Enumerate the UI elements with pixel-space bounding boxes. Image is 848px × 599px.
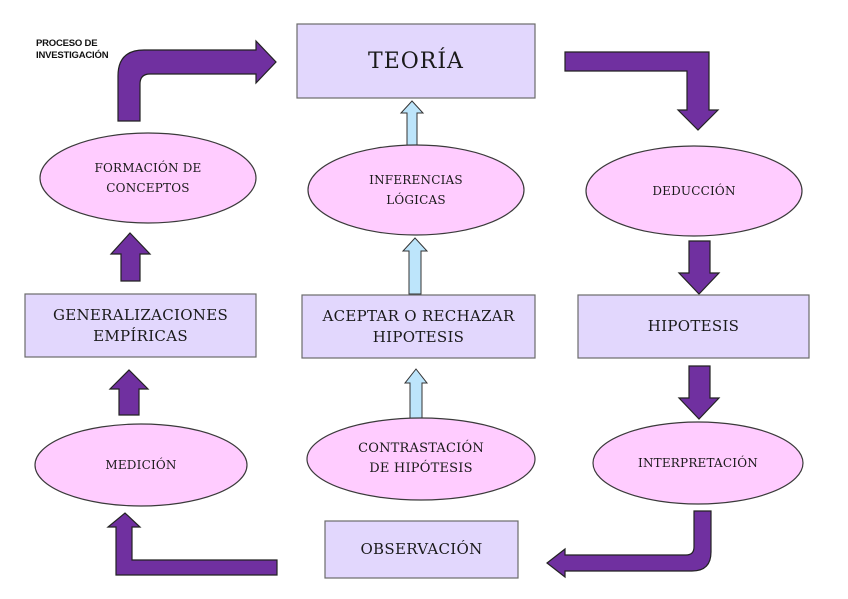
arrow-generalizaciones-to-formacion: [109, 232, 152, 282]
arrow-inferencias-to-teoria: [399, 100, 425, 146]
node-deduccion-shape: [585, 145, 803, 237]
arrow-deduccion-to-hipotesis: [677, 240, 721, 295]
arrow-interpretacion-to-observacion: [546, 510, 712, 579]
node-generalizaciones: GENERALIZACIONES EMPÍRICAS: [25, 294, 256, 357]
node-inferencias-shape: [307, 144, 525, 236]
node-formacion-label-2: CONCEPTOS: [106, 181, 190, 195]
node-generalizaciones-label-2: EMPÍRICAS: [93, 326, 188, 345]
node-formacion-label-1: FORMACIÓN DE: [94, 161, 202, 175]
arrow-contrastacion-to-aceptar: [403, 368, 429, 419]
node-inferencias: INFERENCIAS LÓGICAS: [308, 145, 524, 235]
node-generalizaciones-box: [24, 293, 257, 358]
diagram-title-line-2: INVESTIGACIÓN: [36, 50, 109, 61]
arrow-teoria-to-deduccion: [564, 51, 720, 131]
node-deduccion-label: DEDUCCIÓN: [652, 184, 736, 198]
diagram-title: PROCESO DE INVESTIGACIÓN: [36, 38, 109, 62]
node-inferencias-label-2: LÓGICAS: [386, 193, 446, 207]
node-hipotesis-label: HIPOTESIS: [647, 317, 740, 335]
node-medicion-label: MEDICIÓN: [105, 458, 177, 472]
node-interpretacion: INTERPRETACIÓN: [593, 422, 803, 504]
node-contrastacion-shape: [306, 417, 536, 501]
node-aceptar-label-2: HIPOTESIS: [372, 327, 465, 346]
node-generalizaciones-label-1: GENERALIZACIONES: [52, 305, 229, 324]
node-interpretacion-shape: [592, 421, 804, 505]
node-aceptar-label-1: ACEPTAR O RECHAZAR: [322, 306, 515, 325]
node-teoria-box: [296, 23, 536, 99]
node-medicion: MEDICIÓN: [35, 424, 247, 506]
node-teoria-label: TEORÍA: [368, 48, 464, 74]
arrow-formacion-to-teoria: [117, 39, 277, 122]
node-hipotesis-box: [577, 294, 810, 359]
node-aceptar: ACEPTAR O RECHAZAR HIPOTESIS: [302, 295, 535, 358]
node-observacion-box: [324, 520, 519, 579]
node-formacion-shape: [39, 132, 257, 224]
arrow-aceptar-to-inferencias: [401, 237, 429, 295]
node-contrastacion-label-1: CONTRASTACIÓN: [358, 441, 484, 456]
arrow-medicion-to-generalizaciones: [108, 369, 150, 416]
arrow-hipotesis-to-interpretacion: [677, 365, 721, 420]
node-observacion-label: OBSERVACIÓN: [360, 540, 483, 558]
node-contrastacion: CONTRASTACIÓN DE HIPÓTESIS: [307, 418, 535, 500]
node-deduccion: DEDUCCIÓN: [586, 146, 802, 236]
node-medicion-shape: [34, 423, 248, 507]
arrow-observacion-to-medicion: [106, 512, 278, 576]
node-formacion: FORMACIÓN DE CONCEPTOS: [40, 133, 256, 223]
node-contrastacion-label-2: DE HIPÓTESIS: [369, 461, 473, 476]
node-interpretacion-label: INTERPRETACIÓN: [638, 456, 758, 470]
node-inferencias-label-1: INFERENCIAS: [369, 173, 463, 187]
node-aceptar-box: [301, 294, 536, 359]
node-hipotesis: HIPOTESIS: [578, 295, 809, 358]
node-observacion: OBSERVACIÓN: [325, 521, 518, 578]
diagram-title-line-1: PROCESO DE: [36, 38, 98, 49]
node-teoria: TEORÍA: [297, 24, 535, 98]
